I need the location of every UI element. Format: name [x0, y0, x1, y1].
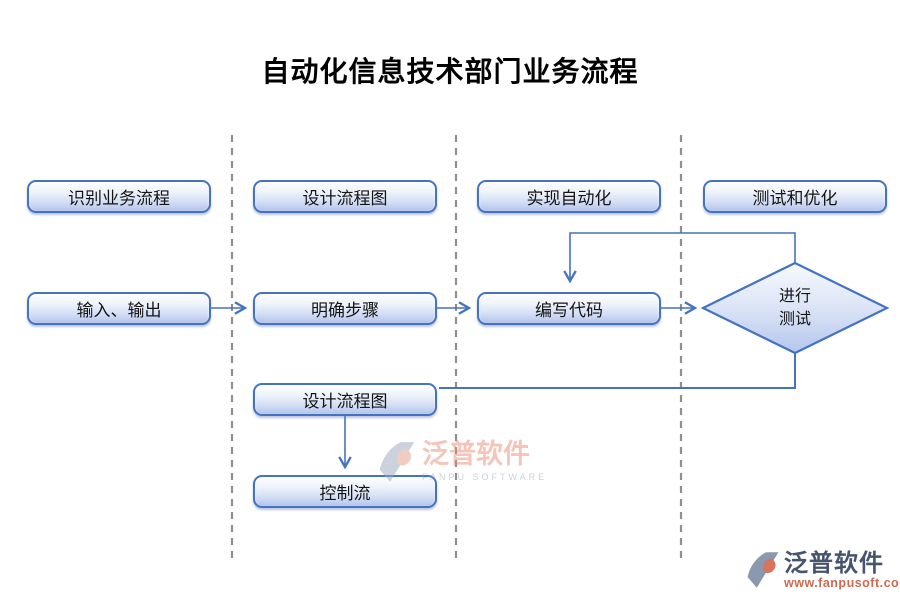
brand-url-text: www.fanpusoft.com: [784, 576, 900, 591]
node-label: 输入、输出: [76, 301, 162, 320]
node-label: 识别业务流程: [68, 189, 170, 208]
lane-header-identify-process: 识别业务流程: [27, 180, 211, 213]
node-write-code: 编写代码: [477, 292, 661, 325]
node-label: 设计流程图: [302, 392, 388, 411]
watermark-center: 泛普软件 FANPU SOFTWARE: [378, 439, 548, 484]
connector-test-loop-to-code: [563, 232, 796, 284]
fanpu-logo-icon: [379, 442, 415, 482]
node-label: 编写代码: [535, 301, 603, 320]
fanpu-logo-icon: [747, 552, 779, 588]
lane-header-test-optimize: 测试和优化: [703, 180, 887, 213]
node-label: 实现自动化: [526, 189, 612, 208]
node-label: 测试和优化: [752, 189, 838, 208]
page-title: 自动化信息技术部门业务流程: [261, 57, 639, 88]
watermark-brand-text: 泛普软件: [422, 439, 530, 469]
watermark-subtitle-text: FANPU SOFTWARE: [422, 471, 548, 482]
decision-label: 进行 测试: [703, 263, 887, 353]
node-clarify-steps: 明确步骤: [253, 292, 437, 325]
decision-label-line1: 进行: [778, 287, 811, 305]
node-label: 控制流: [319, 484, 371, 503]
brand-name-text: 泛普软件: [784, 550, 884, 577]
decision-shape: [700, 261, 890, 355]
connector-test-to-design: [439, 353, 796, 389]
lane-header-design-flowchart: 设计流程图: [253, 180, 437, 213]
brand-corner: 泛普软件 www.fanpusoft.com: [746, 551, 900, 590]
decision-label-line2: 测试: [778, 311, 811, 328]
node-design-flowchart: 设计流程图: [253, 383, 437, 416]
decision-run-test: 进行 测试: [703, 263, 887, 353]
node-label: 设计流程图: [302, 189, 388, 208]
node-control-flow: 控制流: [253, 475, 437, 508]
node-label: 明确步骤: [311, 301, 379, 320]
node-input-output: 输入、输出: [27, 292, 211, 325]
lane-header-implement-automation: 实现自动化: [477, 180, 661, 213]
